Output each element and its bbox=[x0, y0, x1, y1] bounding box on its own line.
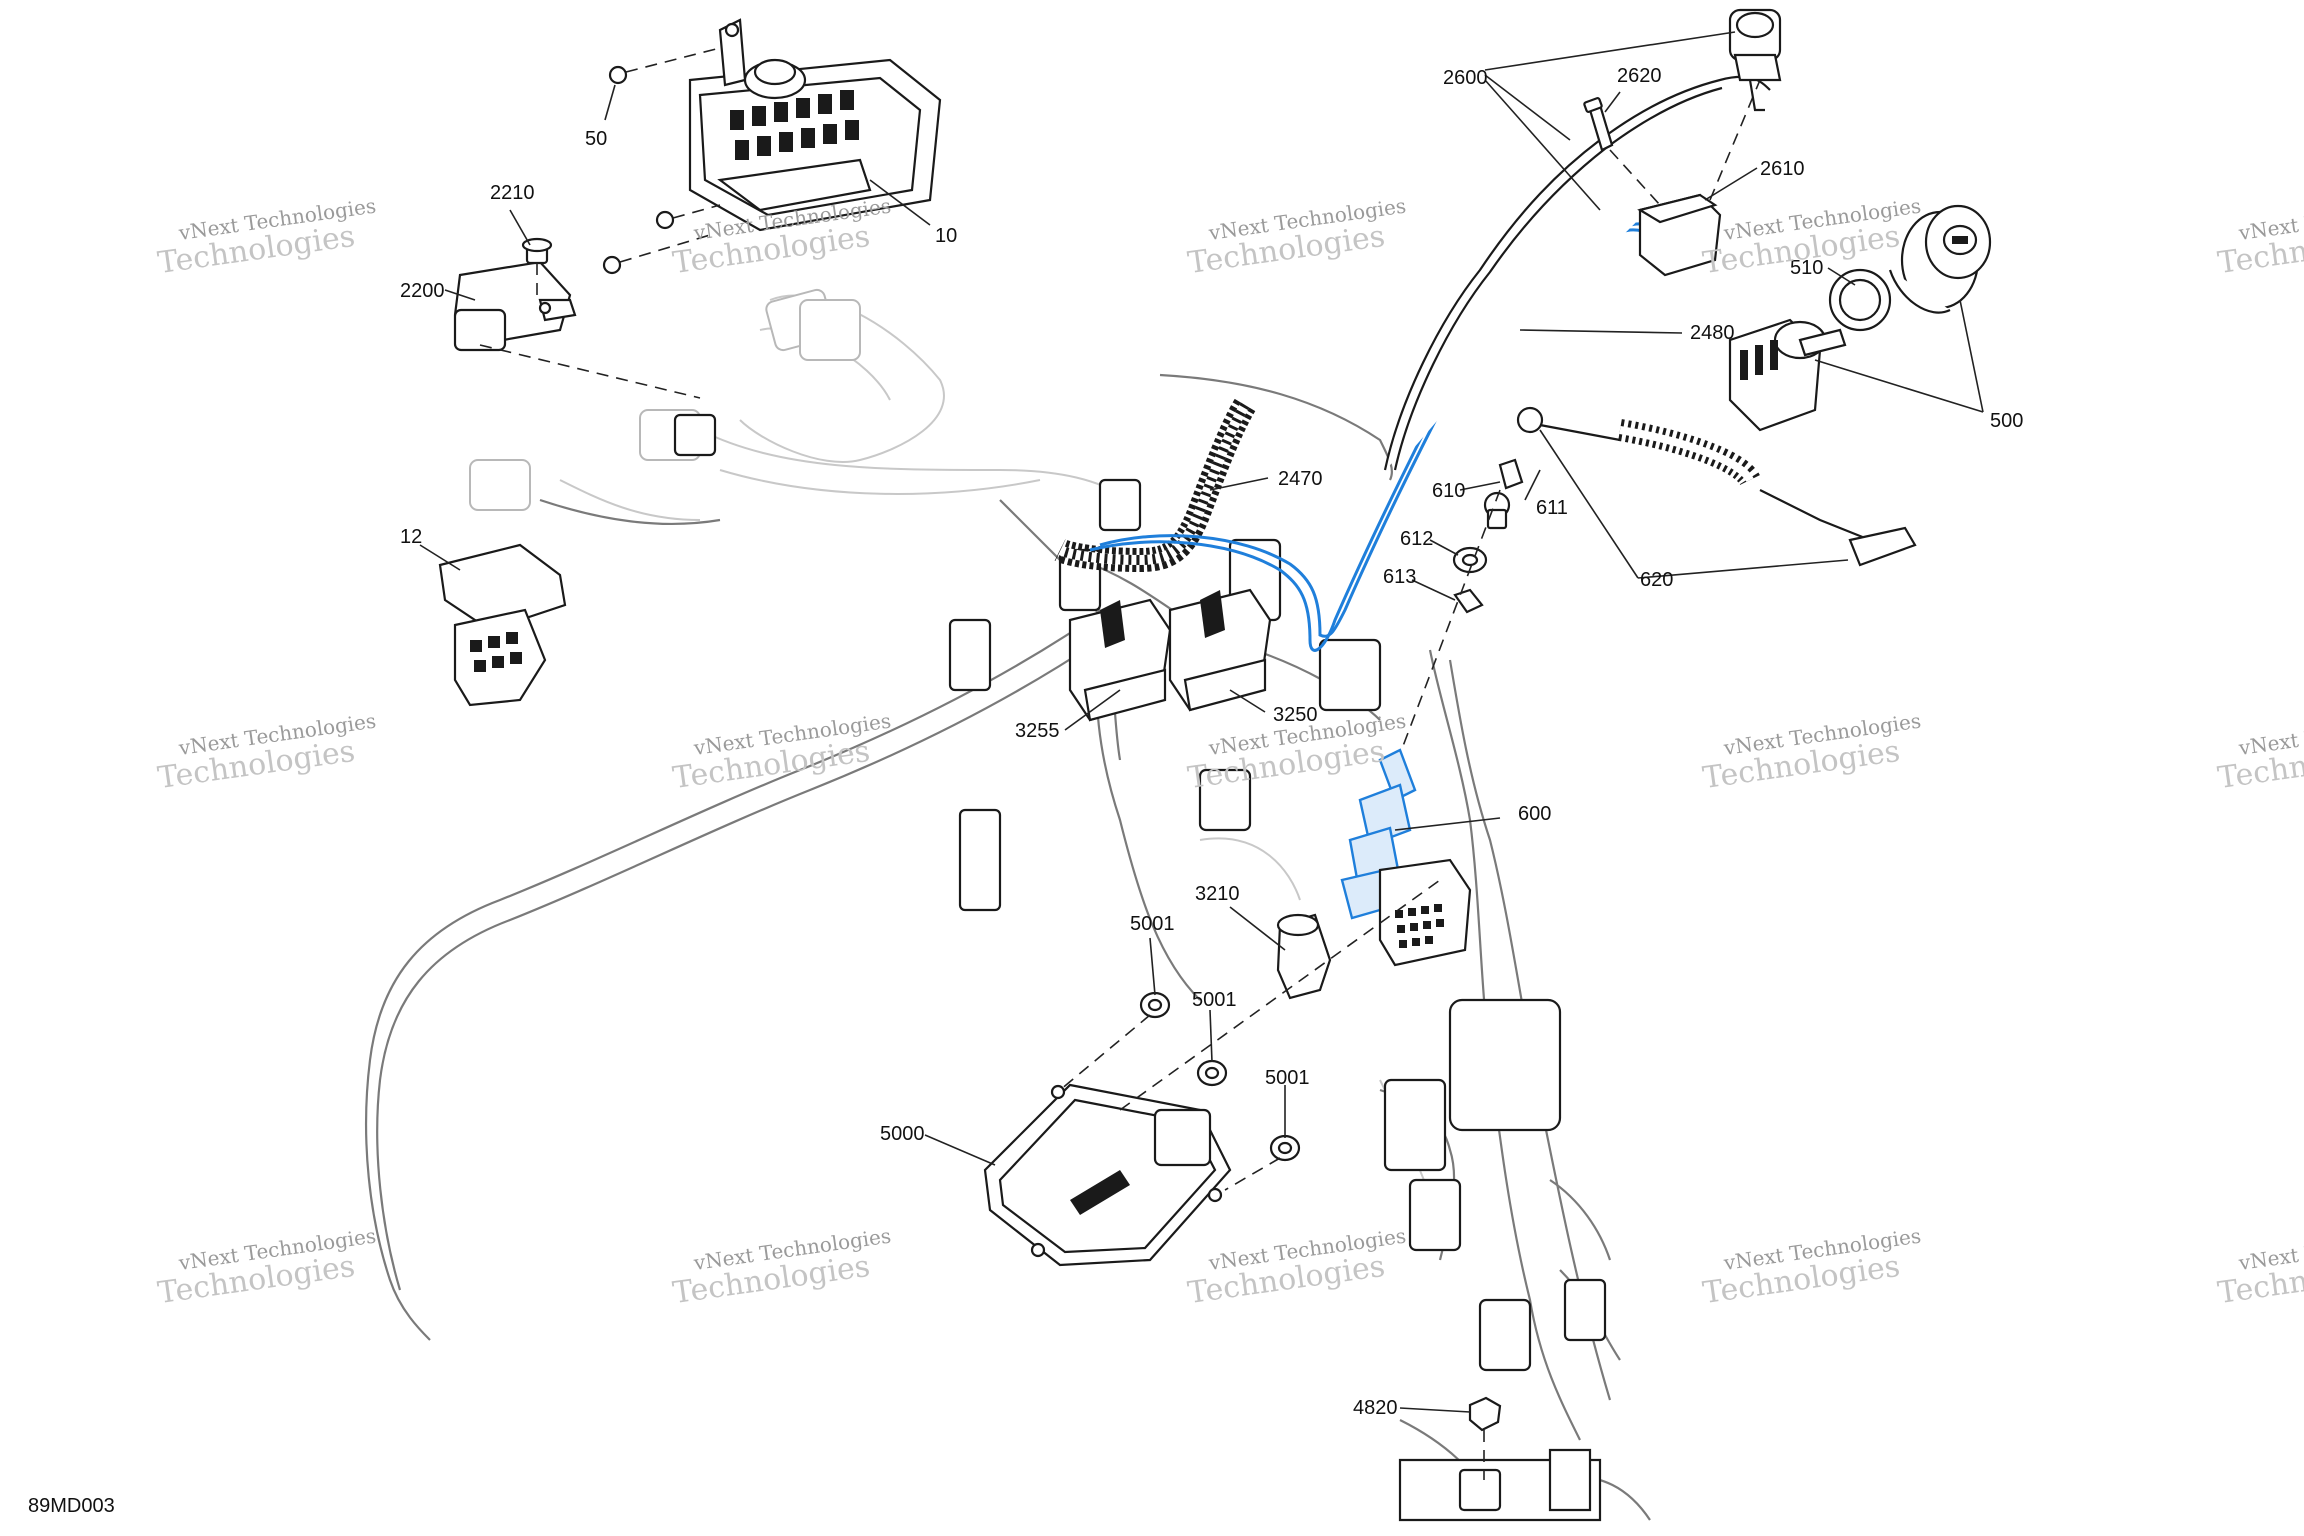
callout-2480: 2480 bbox=[1690, 322, 1735, 344]
washer-5001-group bbox=[1139, 991, 1301, 1162]
screw-50-group bbox=[602, 47, 721, 275]
dash-5001-c bbox=[1224, 1157, 1281, 1191]
fuse-box-module bbox=[688, 18, 942, 232]
callout-3250: 3250 bbox=[1273, 704, 1318, 726]
nut-4820 bbox=[1468, 1396, 1502, 1480]
watermark: vNext Technologies Technologies bbox=[2216, 1224, 2304, 1312]
ecm-module-5000 bbox=[983, 1083, 1232, 1267]
callout-2600: 2600 bbox=[1443, 67, 1488, 89]
dash-ecm-connector bbox=[1119, 879, 1441, 1111]
main-wiring-harness bbox=[364, 288, 1651, 1522]
leader-lines bbox=[419, 31, 1984, 1413]
watermark: vNext Technologies Technologies bbox=[156, 194, 378, 282]
nut-510 bbox=[1828, 268, 1892, 332]
callout-2470: 2470 bbox=[1278, 468, 1323, 490]
watermark: vNext Technologies Technologies bbox=[1701, 709, 1923, 797]
ignition-bezel-500 bbox=[1888, 204, 1992, 314]
watermark: vNext Technologies Technologies bbox=[1186, 1224, 1408, 1312]
callout-610: 610 bbox=[1432, 480, 1465, 502]
callout-2200: 2200 bbox=[400, 280, 445, 302]
callout-5001-a: 5001 bbox=[1130, 913, 1175, 935]
ecm-harness-connector bbox=[1378, 858, 1472, 967]
watermark: vNext Technologies Technologies bbox=[1701, 1224, 1923, 1312]
callout-4820: 4820 bbox=[1353, 1397, 1398, 1419]
switch-3250 bbox=[1168, 588, 1272, 712]
switch-3255 bbox=[1068, 598, 1172, 722]
connector-12 bbox=[438, 543, 567, 707]
watermark: vNext Technologies Technologies bbox=[156, 1224, 378, 1312]
watermark: vNext Technologies Technologies bbox=[671, 709, 893, 797]
watermark: vNext Technologies Technologies bbox=[156, 709, 378, 797]
bolt-2210 bbox=[521, 237, 553, 300]
callout-3210: 3210 bbox=[1195, 883, 1240, 905]
wire-to-tube bbox=[1159, 373, 1394, 481]
watermark: vNext Technologies Technologies bbox=[1186, 194, 1408, 282]
watermark: vNext Technologies Technologies bbox=[671, 1224, 893, 1312]
watermark: vNext Technologies Technologies bbox=[2216, 194, 2304, 282]
callout-10: 10 bbox=[935, 225, 957, 247]
callout-2610: 2610 bbox=[1760, 158, 1805, 180]
callout-612: 612 bbox=[1400, 528, 1433, 550]
callout-12: 12 bbox=[400, 526, 422, 548]
callout-5001-b: 5001 bbox=[1192, 989, 1237, 1011]
dess-post-2600 bbox=[1728, 8, 1782, 112]
relay-2610 bbox=[1637, 193, 1722, 277]
callout-5001-c: 5001 bbox=[1265, 1067, 1310, 1089]
figure-code: 89MD003 bbox=[28, 1495, 115, 1517]
hardware-610-613 bbox=[1452, 458, 1524, 614]
watermark-grid: vNext Technologies Technologies vNext Te… bbox=[156, 194, 2304, 1312]
callout-620: 620 bbox=[1640, 569, 1673, 591]
sensor-2200 bbox=[453, 260, 577, 352]
callout-2620: 2620 bbox=[1617, 65, 1662, 87]
convoluted-tube-2470 bbox=[1054, 398, 1256, 573]
watermark: vNext Technologies Technologies bbox=[2216, 709, 2304, 797]
tether-cord-620 bbox=[1516, 406, 1917, 567]
callout-2210: 2210 bbox=[490, 182, 535, 204]
dash-2620-2610 bbox=[1609, 149, 1661, 206]
connector-3210 bbox=[1276, 913, 1332, 1000]
callout-3255: 3255 bbox=[1015, 720, 1060, 742]
callout-labels: 50 10 2210 2200 12 2600 2620 2610 510 50… bbox=[400, 65, 2023, 1419]
callout-611: 611 bbox=[1536, 497, 1568, 519]
callout-50: 50 bbox=[585, 128, 607, 150]
dash-2200-harness bbox=[479, 344, 701, 399]
callout-510: 510 bbox=[1790, 257, 1823, 279]
ignition-switch-500 bbox=[1728, 318, 1847, 432]
callout-613: 613 bbox=[1383, 566, 1416, 588]
callout-5000: 5000 bbox=[880, 1123, 925, 1145]
callout-500: 500 bbox=[1990, 410, 2023, 432]
screw-2620 bbox=[1583, 97, 1614, 152]
dash-5001-a bbox=[1059, 1014, 1151, 1091]
callout-600: 600 bbox=[1518, 803, 1551, 825]
dash-2610-top bbox=[1709, 79, 1761, 201]
